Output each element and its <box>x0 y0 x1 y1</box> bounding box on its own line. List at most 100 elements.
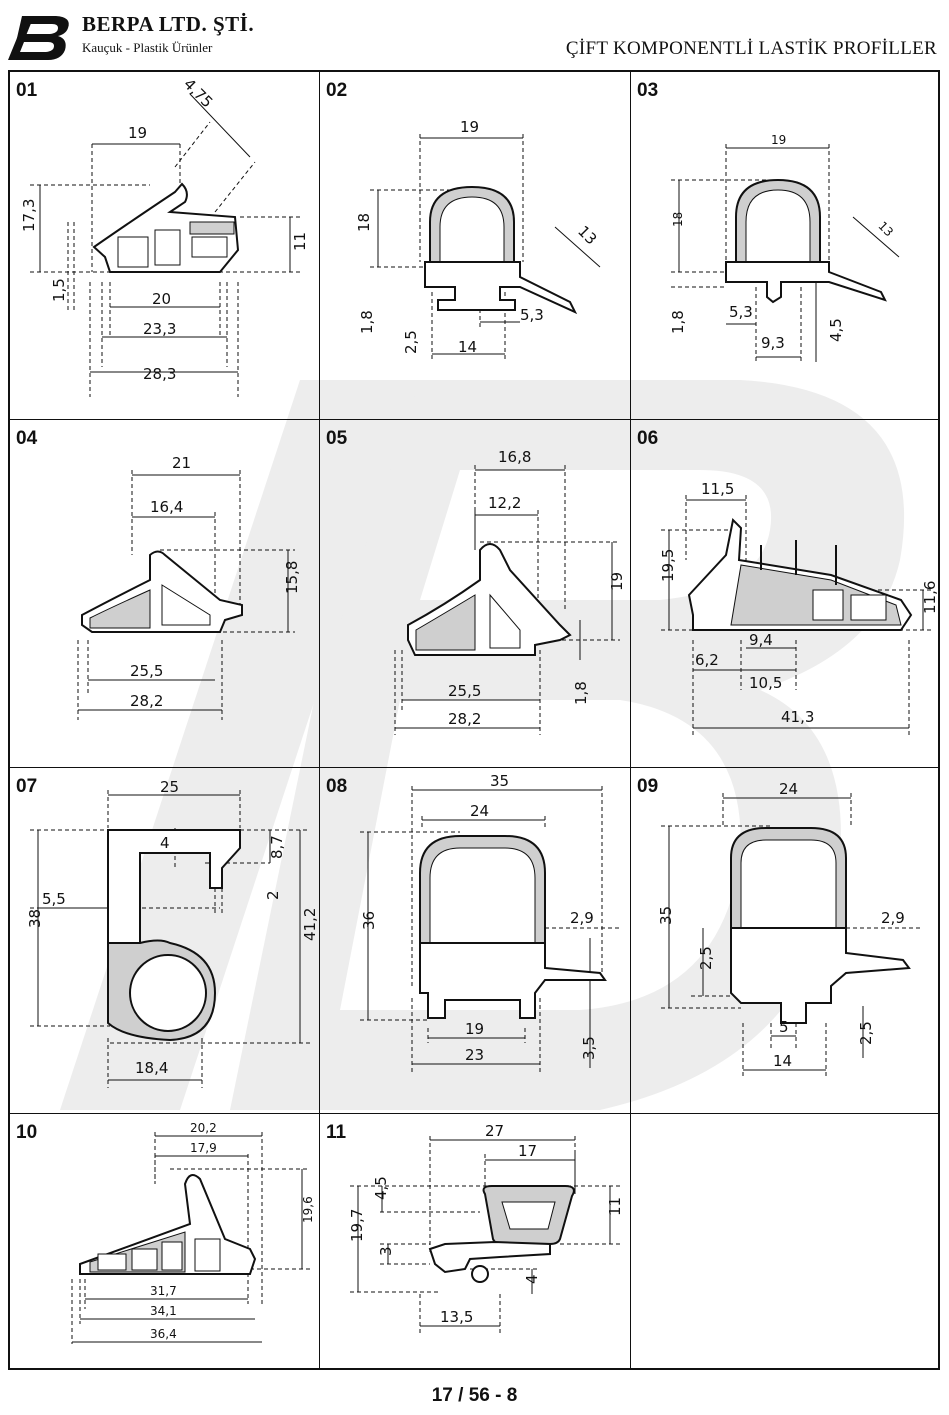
dim-label: 23 <box>465 1046 484 1064</box>
dim-label: 5,3 <box>729 303 753 321</box>
dim-label: 14 <box>773 1052 792 1070</box>
dim-label: 41,2 <box>301 908 319 941</box>
profile-drawing: 24 35 2,9 2,5 5 2,5 14 <box>657 780 921 1078</box>
header: BERPA LTD. ŞTİ. Kauçuk - Plastik Ürünler… <box>0 0 949 70</box>
company-subtitle: Kauçuk - Plastik Ürünler <box>82 40 213 55</box>
dim-label: 2 <box>264 890 282 900</box>
profile-drawing: 19 18 13 1,8 5,3 2,5 14 <box>355 118 600 362</box>
dim-label: 1,8 <box>669 310 687 334</box>
dim-label: 20,2 <box>190 1121 217 1135</box>
dim-label: 18 <box>671 212 685 227</box>
dim-label: 25,5 <box>130 662 163 680</box>
dim-label: 1,8 <box>358 310 376 334</box>
dim-label: 34,1 <box>150 1304 177 1318</box>
berpa-logo-icon <box>8 16 69 60</box>
dim-label: 19 <box>128 124 147 142</box>
dim-label: 2,5 <box>857 1021 875 1045</box>
dim-label: 19,5 <box>659 549 677 582</box>
profile-drawing: 25 4 8,7 5,5 2 38 41,2 18,4 <box>26 778 319 1088</box>
dim-label: 10,5 <box>749 674 782 692</box>
cell-empty <box>631 1114 940 1370</box>
company-name: BERPA LTD. ŞTİ. <box>82 12 255 36</box>
dim-label: 11,5 <box>701 480 734 498</box>
dim-label: 19 <box>608 572 626 591</box>
dim-label: 16,8 <box>498 448 531 466</box>
profile-number: 04 <box>16 428 38 449</box>
dim-label: 24 <box>779 780 798 798</box>
cell-02: 02 19 18 13 1,8 5,3 2,5 14 <box>320 72 631 420</box>
dim-label: 25,5 <box>448 682 481 700</box>
profile-drawing: 11,5 19,5 11,6 9,4 6,2 10,5 41,3 <box>659 480 939 735</box>
dim-label: 21 <box>172 454 191 472</box>
profile-number: 07 <box>16 776 38 797</box>
dim-label: 1,8 <box>572 681 590 705</box>
dim-label: 36 <box>360 911 378 930</box>
dim-label: 4,5 <box>827 318 845 342</box>
cell-03: 03 19 18 13 5,3 1,8 9,3 4,5 <box>631 72 940 420</box>
dim-label: 2,9 <box>881 909 905 927</box>
dim-label: 20 <box>152 290 171 308</box>
dim-label: 5,3 <box>520 306 544 324</box>
dim-label: 28,3 <box>143 365 176 383</box>
profile-drawing: 19 18 13 5,3 1,8 9,3 4,5 <box>669 133 900 362</box>
dim-label: 16,4 <box>150 498 183 516</box>
dim-label: 35 <box>490 772 509 790</box>
dim-label: 11,6 <box>921 581 939 614</box>
dim-label: 13,5 <box>440 1308 473 1326</box>
profile-drawing: 21 16,4 15,8 25,5 28,2 <box>77 454 301 720</box>
dim-label: 2,5 <box>402 330 420 354</box>
dim-label: 3,5 <box>580 1036 598 1060</box>
dim-label: 36,4 <box>150 1327 177 1341</box>
cell-11: 11 27 17 4,5 11 <box>320 1114 631 1370</box>
dim-label: 35 <box>657 906 675 925</box>
dim-label: 11 <box>606 1197 624 1216</box>
profile-number: 05 <box>326 428 348 449</box>
dim-label: 23,3 <box>143 320 176 338</box>
dim-label: 19,7 <box>348 1209 366 1242</box>
dim-label: 17,3 <box>20 199 38 232</box>
dim-label: 28,2 <box>448 710 481 728</box>
dim-label: 3 <box>377 1246 395 1256</box>
profile-number: 10 <box>16 1122 38 1143</box>
cell-10: 10 20,2 17,9 19,6 31,7 <box>10 1114 320 1370</box>
dim-label: 17 <box>518 1142 537 1160</box>
dim-label: 13 <box>574 222 600 248</box>
cell-09: 09 24 35 2,9 2,5 5 2,5 14 <box>631 768 940 1114</box>
dim-label: 4,75 <box>180 75 216 111</box>
profile-number: 08 <box>326 776 348 797</box>
dim-label: 38 <box>26 909 44 928</box>
dim-label: 12,2 <box>488 494 521 512</box>
dim-label: 6,2 <box>695 651 719 669</box>
dim-label: 1,5 <box>50 278 68 302</box>
cell-04: 04 21 16,4 15,8 25,5 28,2 <box>10 420 320 768</box>
dim-label: 11 <box>291 232 309 251</box>
profile-number: 01 <box>16 80 38 101</box>
profile-drawing: 27 17 4,5 11 19,7 3 4 13,5 <box>348 1122 624 1334</box>
dim-label: 5 <box>779 1018 789 1036</box>
dim-label: 19 <box>771 133 786 147</box>
dim-label: 19 <box>460 118 479 136</box>
dim-label: 9,4 <box>749 631 773 649</box>
profile-drawing: 35 24 36 2,9 19 3,5 23 <box>360 772 620 1073</box>
dim-label: 18,4 <box>135 1059 168 1077</box>
dim-label: 25 <box>160 778 179 796</box>
dim-label: 17,9 <box>190 1141 217 1155</box>
dim-label: 18 <box>355 213 373 232</box>
cell-08: 08 35 24 36 2,9 19 3,5 <box>320 768 631 1114</box>
profile-drawing: 20,2 17,9 19,6 31,7 34,1 36,4 <box>71 1121 315 1344</box>
dim-label: 24 <box>470 802 489 820</box>
dim-label: 19 <box>465 1020 484 1038</box>
profile-drawing: 16,8 12,2 19 25,5 1,8 28,2 <box>394 448 626 735</box>
profile-drawing: 4,75 19 17,3 11 1,5 20 23,3 28,3 <box>20 75 309 397</box>
page-number: 17 / 56 - 8 <box>431 1385 518 1406</box>
dim-label: 4,5 <box>372 1176 390 1200</box>
dim-label: 15,8 <box>283 561 301 594</box>
profile-number: 09 <box>637 776 659 797</box>
cell-07: 07 25 4 8,7 5,5 2 38 41 <box>10 768 320 1114</box>
dim-label: 4 <box>160 834 170 852</box>
dim-label: 14 <box>458 338 477 356</box>
dim-label: 2,5 <box>697 946 715 970</box>
document-title: ÇİFT KOMPONENTLİ LASTİK PROFİLLER <box>565 38 937 59</box>
dim-label: 31,7 <box>150 1284 177 1298</box>
profile-number: 11 <box>326 1122 347 1143</box>
